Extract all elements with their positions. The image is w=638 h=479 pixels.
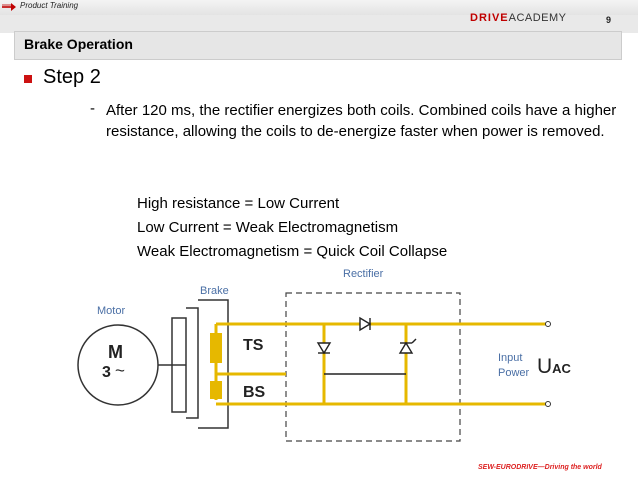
footer-tagline: SEW-EURODRIVE—Driving the world [478, 464, 602, 471]
logo-right: ACADEMY [508, 12, 567, 24]
wires [214, 322, 546, 406]
bs-coil [210, 381, 222, 399]
motor-label: Motor [97, 305, 126, 317]
brake-circuit-diagram [77, 292, 551, 442]
input-label: Input [498, 352, 523, 364]
brake-body [171, 317, 187, 413]
ts-label: TS [243, 337, 264, 354]
terminal-top [545, 321, 551, 327]
body-paragraph: After 120 ms, the rectifier energizes bo… [106, 102, 617, 140]
drive-academy-logo: DRIVEACADEMY [470, 12, 570, 26]
equation-line-3: Weak Electromagnetism = Quick Coil Colla… [137, 243, 448, 260]
header-strip [0, 15, 638, 33]
uac-u: U [537, 355, 553, 378]
rectifier-box [285, 292, 461, 442]
equation-line-1: High resistance = Low Current [137, 195, 340, 212]
arrow-right-icon [2, 3, 16, 11]
motor-m-text: M [108, 342, 123, 362]
bs-label: BS [243, 384, 266, 401]
page-number: 9 [606, 15, 612, 25]
title-bar [14, 31, 622, 60]
logo-left: DRIVE [470, 12, 509, 24]
slide-title: Brake Operation [24, 36, 133, 52]
brake-label: Brake [200, 285, 229, 297]
diode-top [359, 316, 372, 332]
ts-coil [210, 333, 222, 363]
uac-sub: AC [552, 361, 571, 376]
power-label: Power [498, 367, 530, 379]
rectifier-label: Rectifier [343, 268, 384, 280]
bullet-square-icon [24, 75, 32, 83]
section-label: Product Training [20, 1, 79, 10]
equation-line-2: Low Current = Weak Electromagnetism [137, 219, 399, 236]
step-heading: Step 2 [43, 66, 101, 88]
list-dash: - [90, 100, 95, 117]
motor-3-text: 3 [102, 364, 111, 381]
diode-right [398, 341, 414, 354]
tilde-icon: ~ [115, 361, 125, 380]
uac-label: UAC [537, 355, 571, 379]
terminal-bottom [545, 401, 551, 407]
diode-left [316, 342, 332, 355]
